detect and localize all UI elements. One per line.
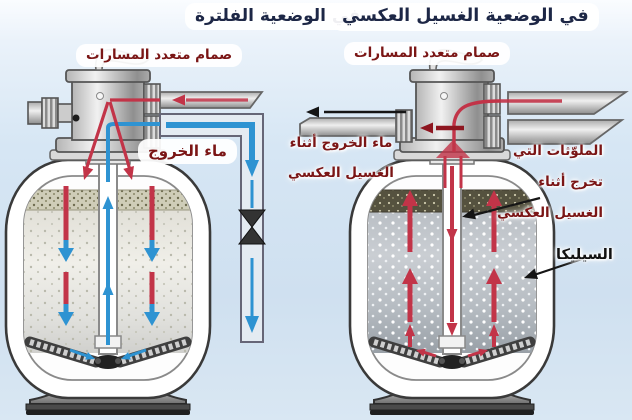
- right-pollutants-label: الملوّثات التي تخرج أثناء الغسيل العكسي: [476, 136, 603, 229]
- right-sand-up-arrows: [402, 190, 502, 358]
- left-valve-internal-flow: [78, 98, 160, 182]
- outlet-shutoff-valve-icon: [237, 209, 267, 245]
- pollutants-line2: تخرج أثناء: [538, 174, 603, 190]
- right-laterals: [368, 336, 536, 369]
- silica-label: السيليكا: [556, 247, 613, 263]
- left-filter-unit: [4, 48, 267, 415]
- backwash-outlet-line2: الغسيل العكسي: [288, 165, 394, 181]
- pollutants-line3: الغسيل العكسي: [497, 205, 603, 221]
- right-backwash-outlet-label: ماء الخروج أثناء الغسيل العكسي: [274, 128, 408, 188]
- left-valve-label: صمام متعدد المسارات: [76, 44, 243, 67]
- right-standpipe-down-flow: [446, 166, 458, 336]
- pollutants-line1: الملوّثات التي: [513, 143, 603, 159]
- callout-arrows: [460, 196, 586, 284]
- backwash-outlet-line1: ماء الخروج أثناء: [289, 135, 393, 151]
- right-valve-internal-flow: [420, 99, 501, 188]
- left-laterals: [24, 336, 192, 369]
- left-flow-arrows-blue: [69, 196, 147, 363]
- left-outlet-pipe: [159, 113, 267, 343]
- left-sand-down-arrows: [58, 186, 160, 326]
- right-waste-pipe: [299, 106, 406, 137]
- left-inlet-pipe: [159, 91, 264, 109]
- right-panel-title: في الوضعية الغسيل العكسي: [332, 3, 599, 31]
- left-outlet-water-label: ماء الخروج: [138, 139, 237, 164]
- right-return-pipes: [500, 91, 629, 145]
- right-valve-label: صمام متعدد المسارات: [344, 42, 511, 65]
- right-filter-unit: [299, 48, 629, 415]
